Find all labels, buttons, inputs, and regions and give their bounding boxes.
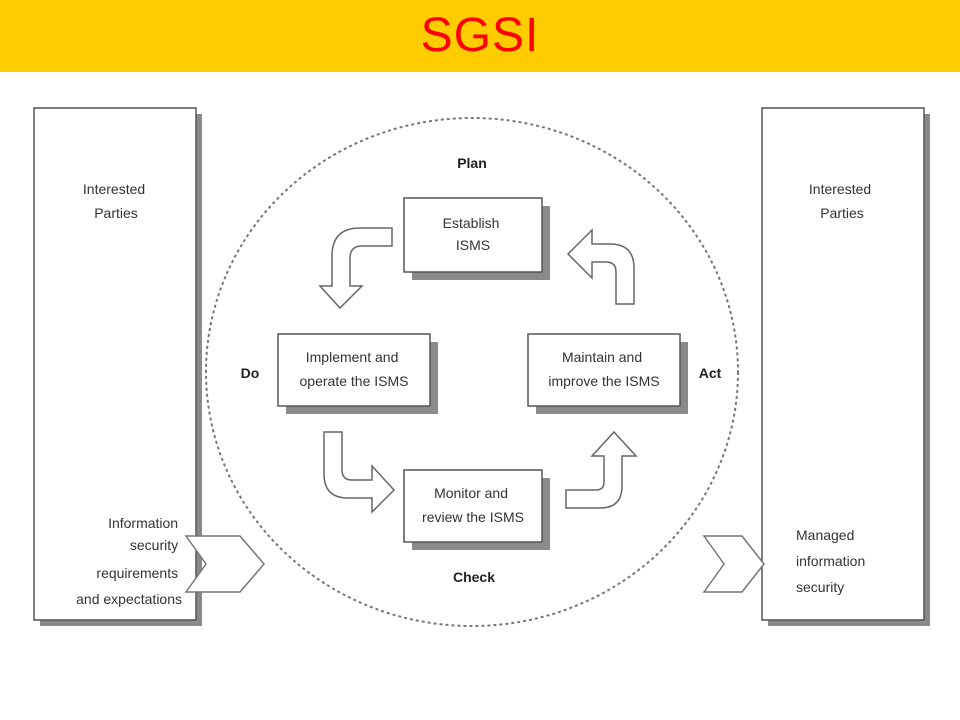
monitor-review-isms-box: Monitor and review the ISMS [403,469,550,550]
implement-operate-isms-box: Implement and operate the ISMS [277,333,438,414]
svg-text:Establish ISMS: Establish ISMS [443,215,504,253]
requirements-line-2: security [130,537,178,553]
maintain-improve-isms-box: Maintain and improve the ISMS [527,333,688,414]
left-heading-line-2: Parties [94,205,138,221]
managed-security-text: Managed information security [796,527,869,595]
right-heading-line-1: Interested [809,181,871,197]
establish-line-1: Establish [443,215,500,231]
page-title: SGSI [420,9,540,62]
requirements-text: Information security requirements and ex… [76,515,182,607]
arrow-act-to-plan-icon [566,228,635,305]
maintain-line-1: Maintain and [562,349,642,365]
requirements-line-1: Information [108,515,178,531]
right-panel-heading: Interested Parties [809,181,875,221]
establish-line-2: ISMS [456,237,490,253]
establish-isms-box: Establish ISMS [403,197,550,280]
maintain-line-2: improve the ISMS [548,373,659,389]
svg-text:Maintain and improve the: Maintain and improve the ISMS [548,349,659,389]
implement-line-1: Implement and [306,349,399,365]
monitor-line-1: Monitor and [434,485,508,501]
phase-plan-label: Plan [457,155,487,171]
right-interested-parties-panel: Interested Parties [761,107,930,626]
output-chevron-arrow [702,535,765,593]
left-interested-parties-panel: Interested Parties [33,107,202,626]
left-heading-line-1: Interested [83,181,145,197]
svg-text:Monitor and review the I: Monitor and review the ISMS [422,485,524,525]
phase-check-label: Check [453,569,495,585]
arrow-do-to-check-icon [323,431,396,514]
left-panel-heading: Interested Parties [83,181,149,221]
arrow-plan-to-do-icon [318,227,393,310]
title-bar: SGSI [0,0,960,72]
input-chevron-arrow [184,535,265,593]
implement-line-2: operate the ISMS [300,373,409,389]
requirements-line-4: and expectations [76,591,182,607]
managed-line-3: security [796,579,844,595]
svg-text:Implement and operate th: Implement and operate the ISMS [300,349,409,389]
requirements-line-3: requirements [96,565,178,581]
monitor-line-2: review the ISMS [422,509,524,525]
phase-do-label: Do [241,365,260,381]
right-heading-line-2: Parties [820,205,864,221]
arrow-check-to-act-icon [565,430,638,509]
managed-line-2: information [796,553,865,569]
managed-line-1: Managed [796,527,854,543]
phase-act-label: Act [699,365,722,381]
